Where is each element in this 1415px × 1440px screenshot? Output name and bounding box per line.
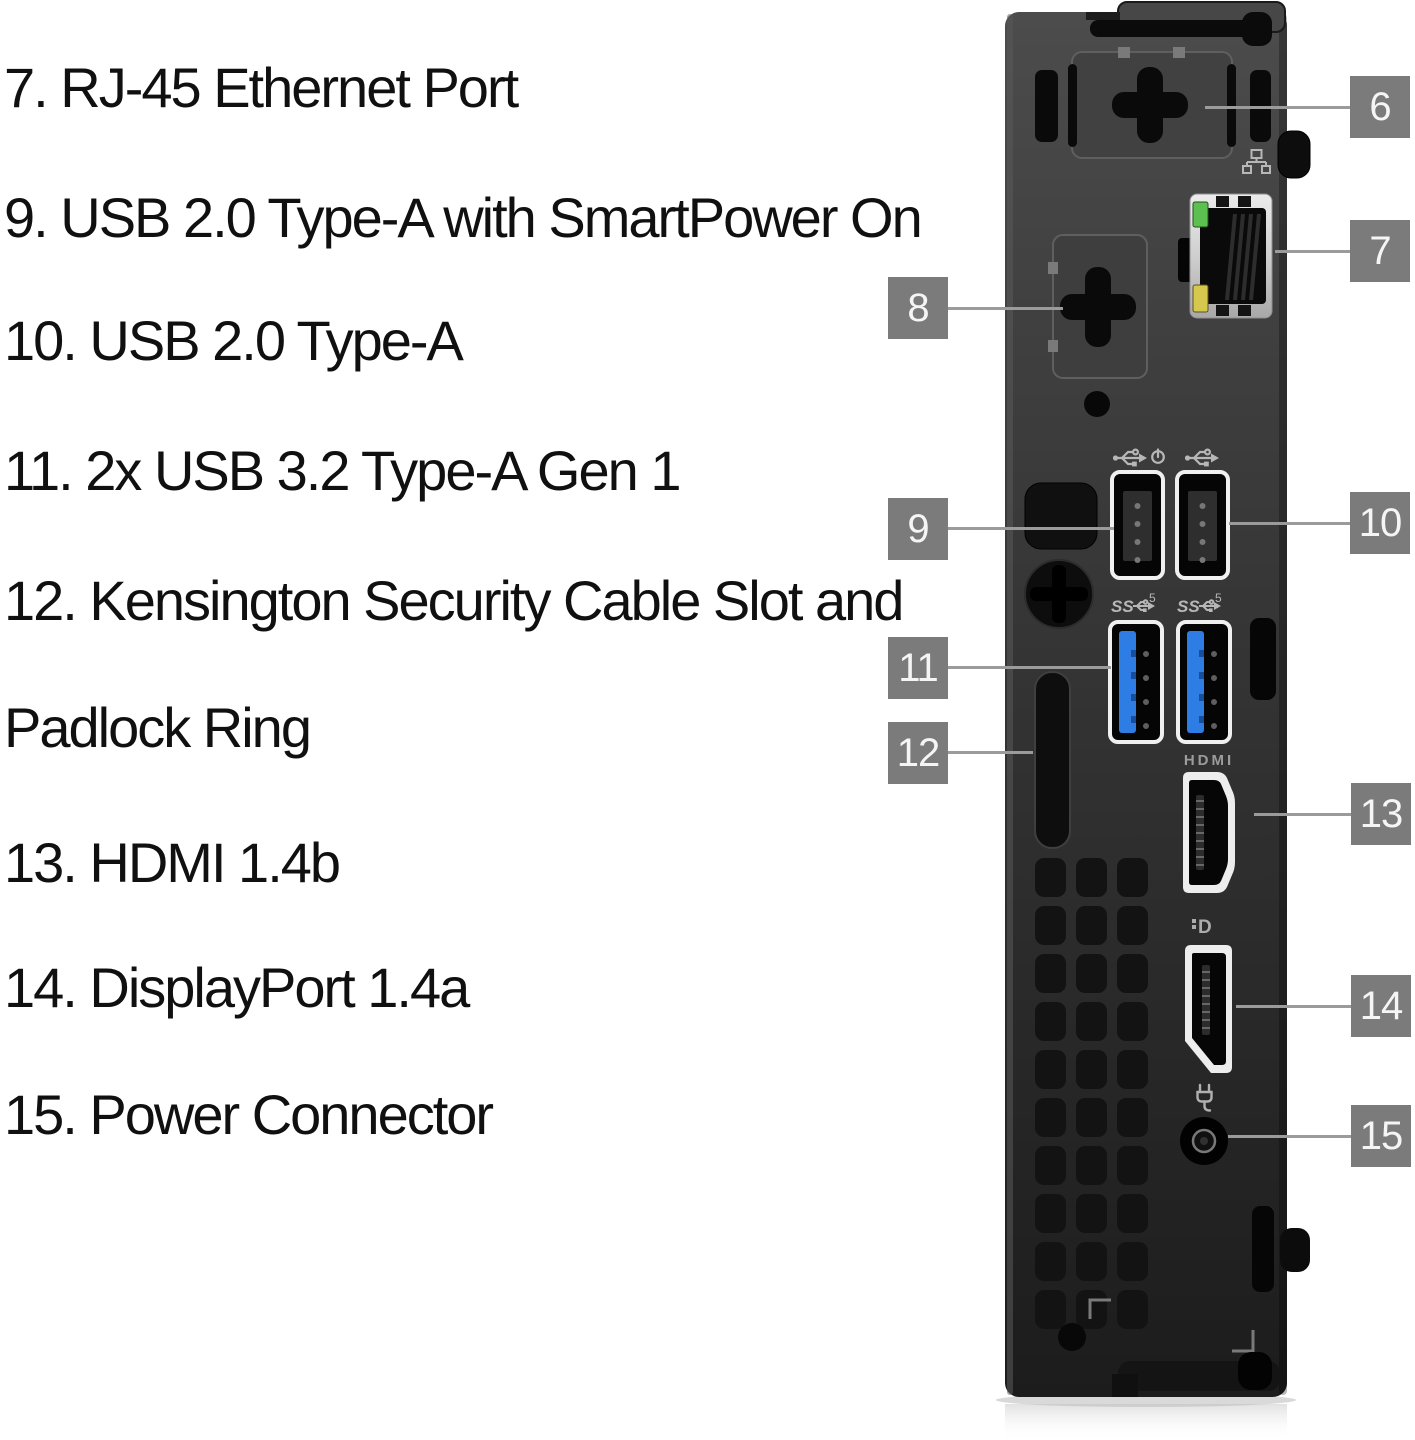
screw-hole-bottom xyxy=(1058,1323,1086,1351)
mounting-slots xyxy=(1035,64,1271,147)
device-reflection xyxy=(1005,1404,1287,1440)
callout-14: 14 xyxy=(1351,975,1411,1037)
svg-text:5: 5 xyxy=(1215,591,1222,605)
callout-7: 7 xyxy=(1350,220,1410,282)
svg-text:SS: SS xyxy=(1111,597,1134,616)
usb-smartpower-icon xyxy=(1112,448,1165,467)
callout-line-14 xyxy=(1236,1005,1351,1008)
displayport-port xyxy=(1185,945,1232,1073)
cover-mark-1 xyxy=(1088,1298,1111,1319)
thumbscrew xyxy=(1024,559,1094,629)
superspeed-usb-icon: SS 5 xyxy=(1177,591,1222,616)
callout-line-12 xyxy=(948,751,1033,754)
callout-10: 10 xyxy=(1350,492,1410,554)
padlock-ring xyxy=(1034,671,1071,849)
callout-line-8 xyxy=(948,307,1063,310)
callout-9: 9 xyxy=(888,498,948,560)
antenna-knockout-top xyxy=(1071,47,1233,159)
hdmi-port xyxy=(1183,772,1235,893)
legend-item-kensington: 12. Kensington Security Cable Slot and xyxy=(4,569,904,632)
top-channel-groove xyxy=(1090,20,1252,37)
callout-line-13 xyxy=(1254,813,1351,816)
legend-item-power: 15. Power Connector xyxy=(4,1083,494,1146)
kensington-slot xyxy=(1250,618,1276,700)
usb3-port-1 xyxy=(1108,620,1164,744)
ethernet-icon xyxy=(1242,149,1271,174)
callout-12: 12 xyxy=(888,722,948,784)
ethernet-led-green xyxy=(1192,201,1209,228)
rear-panel-illustration: SS 5 SS 5 xyxy=(996,1,1311,1440)
legend-item-padlock: Padlock Ring xyxy=(4,696,312,759)
side-knob-top xyxy=(1277,130,1311,179)
callout-line-10 xyxy=(1229,522,1350,525)
callout-13: 13 xyxy=(1351,783,1411,845)
callout-line-6 xyxy=(1205,106,1350,109)
svg-text:D: D xyxy=(1198,917,1212,938)
vent-grid xyxy=(1035,858,1148,1329)
usb2-port xyxy=(1175,470,1230,580)
superspeed-usb-icon: SS 5 xyxy=(1111,591,1156,616)
power-jack xyxy=(1180,1117,1228,1165)
legend-item-usb2: 10. USB 2.0 Type-A xyxy=(4,309,464,372)
rj45-ethernet-port xyxy=(1178,193,1273,319)
screw-hole-top xyxy=(1084,391,1110,417)
displayport-icon: D xyxy=(1192,917,1212,938)
legend-item-displayport: 14. DisplayPort 1.4a xyxy=(4,956,470,1019)
callout-line-9 xyxy=(948,527,1114,530)
legend-item-hdmi: 13. HDMI 1.4b xyxy=(4,831,341,894)
legend-item-usb32: 11. 2x USB 3.2 Type-A Gen 1 xyxy=(4,439,681,502)
svg-text:5: 5 xyxy=(1149,591,1156,605)
top-step-shadow xyxy=(1086,12,1120,20)
callout-11: 11 xyxy=(888,637,948,699)
callout-line-15 xyxy=(1228,1135,1351,1138)
cable-cover-knob xyxy=(1024,482,1098,550)
cover-mark-2 xyxy=(1232,1330,1255,1353)
usb-icon xyxy=(1184,448,1219,467)
legend-item-rj45: 7. RJ-45 Ethernet Port xyxy=(4,56,519,119)
bottom-groove xyxy=(1112,1352,1280,1397)
callout-8: 8 xyxy=(888,277,948,339)
callout-15: 15 xyxy=(1351,1105,1411,1167)
usb2-smartpower-port xyxy=(1110,470,1165,580)
legend-item-usb2-smart: 9. USB 2.0 Type-A with SmartPower On xyxy=(4,186,923,249)
expansion-port-knockout xyxy=(1048,234,1148,379)
bottom-slot xyxy=(1252,1206,1274,1292)
ethernet-led-yellow xyxy=(1192,284,1209,313)
callout-6: 6 xyxy=(1350,76,1410,138)
side-knob-bottom xyxy=(1280,1228,1310,1272)
usb3-port-2 xyxy=(1176,620,1232,744)
power-plug-icon xyxy=(1196,1083,1213,1112)
top-channel-hook xyxy=(1242,12,1272,46)
hdmi-marking: HDMI xyxy=(1184,752,1234,769)
callout-line-7 xyxy=(1275,250,1350,253)
callout-line-11 xyxy=(948,666,1111,669)
svg-text:SS: SS xyxy=(1177,597,1200,616)
